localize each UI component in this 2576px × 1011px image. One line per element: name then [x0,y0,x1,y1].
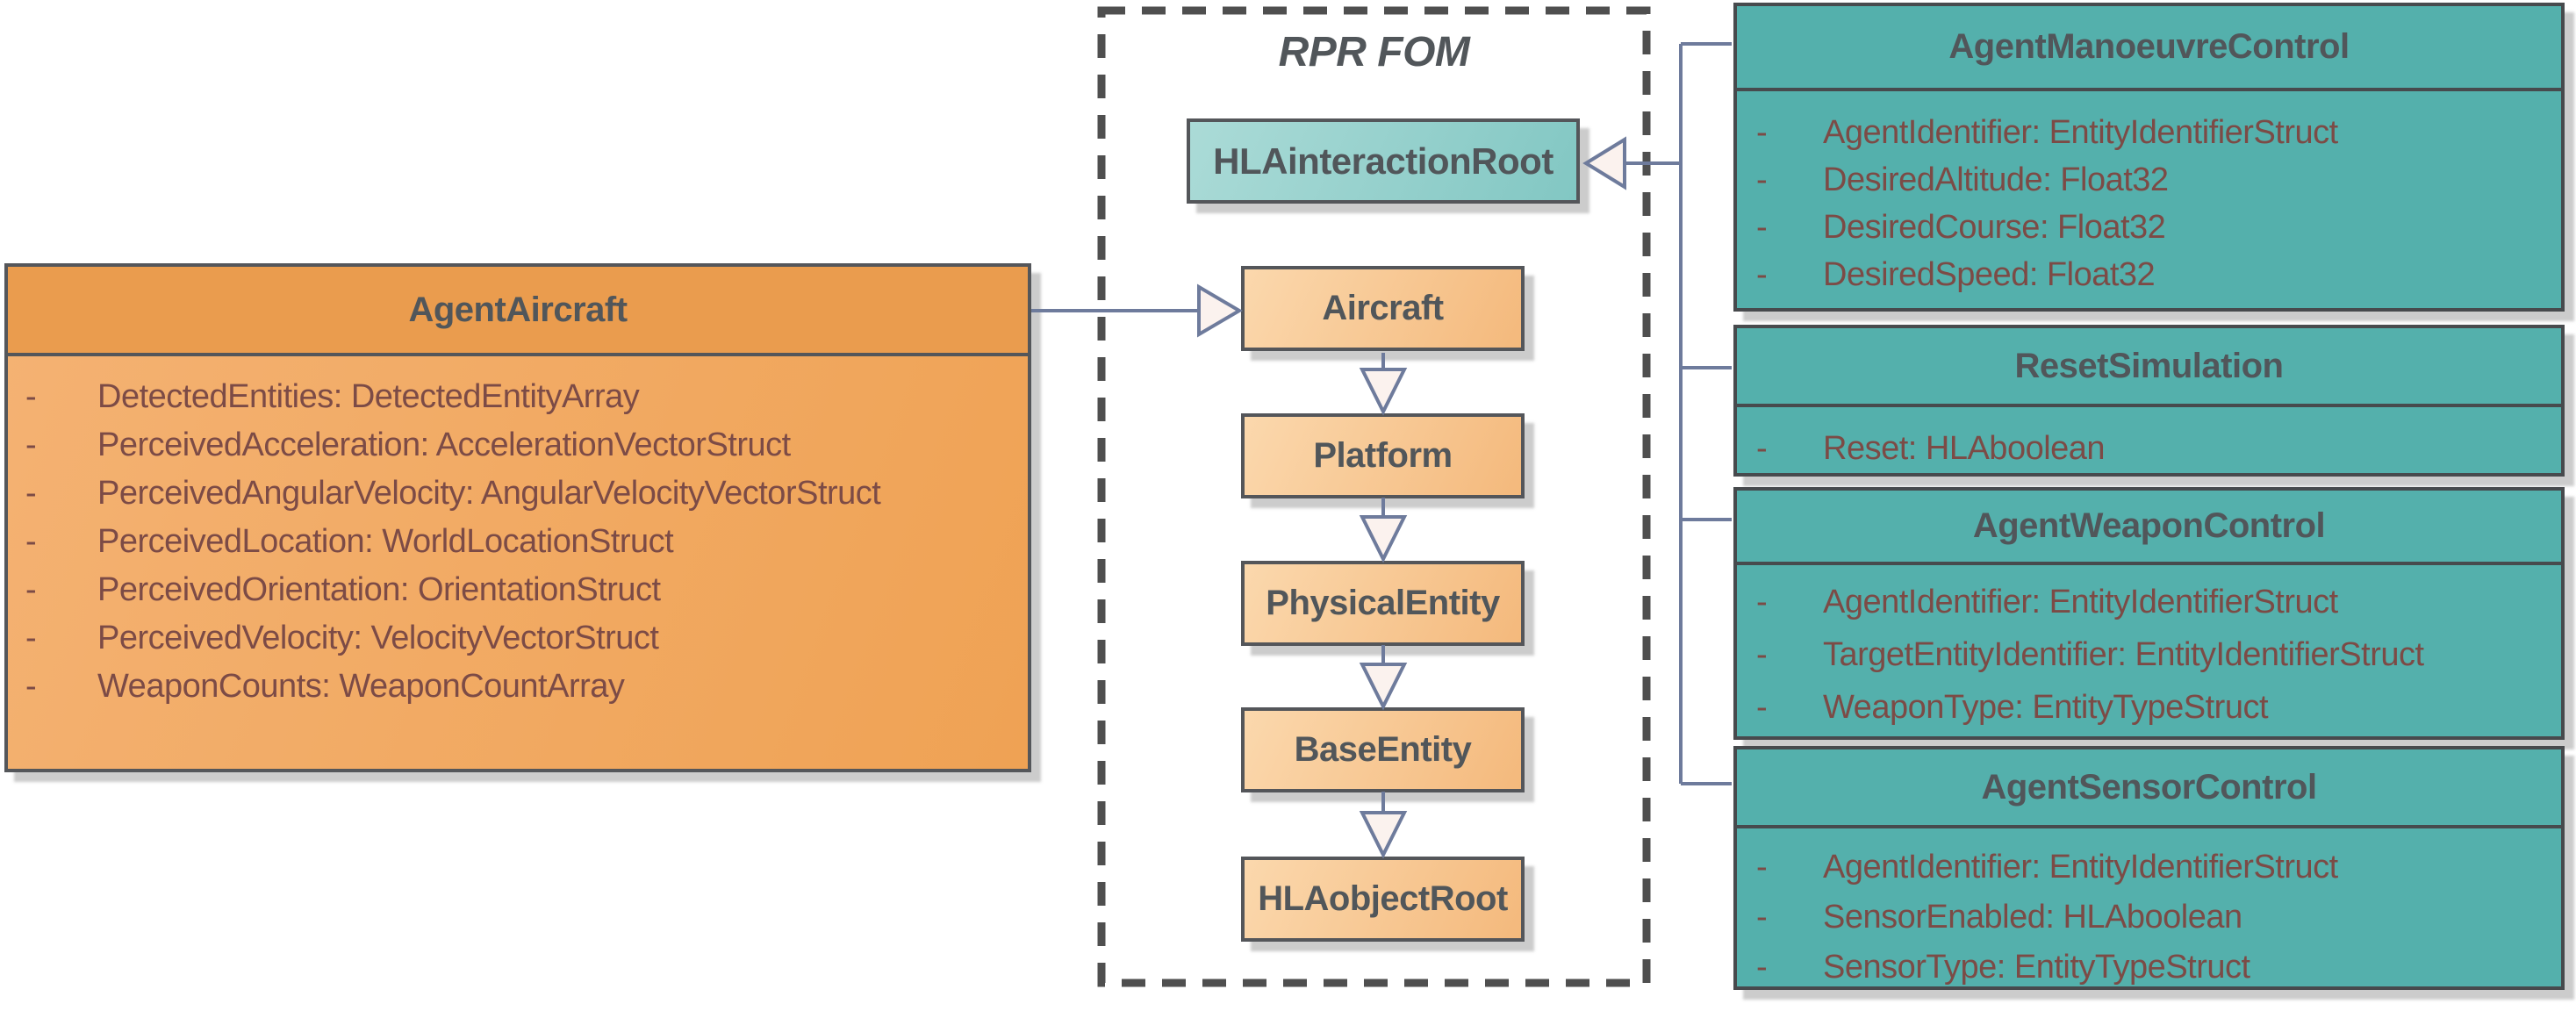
agentmanoeuvrecontrol-title: AgentManoeuvreControl [1948,27,2350,66]
rpr-fom-label: RPR FOM [1278,29,1470,75]
attribute-text: AgentIdentifier: EntityIdentifierStruct [1823,849,2338,886]
bullet-dash: - [25,378,37,415]
attribute-row: - AgentIdentifier: EntityIdentifierStruct [1737,109,2561,156]
attribute-text: DesiredAltitude: Float32 [1823,161,2169,198]
attribute-text: DesiredSpeed: Float32 [1823,255,2156,293]
attribute-text: WeaponType: EntityTypeStruct [1823,688,2269,726]
attribute-text: AgentIdentifier: EntityIdentifierStruct [1823,583,2338,620]
attribute-row: - PerceivedVelocity: VelocityVectorStruct [8,614,1028,663]
class-box-agentaircraft: AgentAircraft - DetectedEntities: Detecte… [4,263,1031,772]
node-hlainteractionroot: HLAinteractionRoot [1187,118,1580,204]
attribute-row: - PerceivedAngularVelocity: AngularVeloci… [8,470,1028,518]
node-platform: Platform [1241,413,1525,498]
attribute-text: PerceivedOrientation: OrientationStruct [97,571,661,608]
bullet-dash: - [1756,113,1768,151]
node-aircraft: Aircraft [1241,266,1525,351]
arrow-physicalentity-to-baseentity [1359,645,1408,711]
attribute-text: PerceivedLocation: WorldLocationStruct [97,523,674,560]
attribute-text: AgentIdentifier: EntityIdentifierStruct [1823,113,2338,151]
class-box-resetsimulation: ResetSimulation - Reset: HLAboolean [1733,325,2565,477]
agentaircraft-title-bar: AgentAircraft [8,267,1028,356]
agentsensorcontrol-title-bar: AgentSensorControl [1737,749,2561,828]
resetsimulation-attribute-list: - Reset: HLAboolean [1737,407,2561,472]
attribute-row: - DesiredSpeed: Float32 [1737,251,2561,298]
bullet-dash: - [1756,688,1768,726]
attribute-text: TargetEntityIdentifier: EntityIdentifier… [1823,635,2424,673]
agentaircraft-attribute-list: - DetectedEntities: DetectedEntityArray -… [8,356,1028,711]
class-box-agentsensorcontrol: AgentSensorControl - AgentIdentifier: Ent… [1733,746,2565,990]
agentmanoeuvrecontrol-attribute-list: - AgentIdentifier: EntityIdentifierStruct… [1737,91,2561,298]
bullet-dash: - [1756,208,1768,246]
bullet-dash: - [1756,429,1768,467]
bullet-dash: - [1756,583,1768,620]
bullet-dash: - [1756,849,1768,886]
attribute-row: - SensorEnabled: HLAboolean [1737,893,2561,943]
resetsimulation-title-bar: ResetSimulation [1737,328,2561,407]
agentaircraft-title: AgentAircraft [408,290,628,329]
attribute-row: - DesiredAltitude: Float32 [1737,156,2561,204]
bullet-dash: - [1756,949,1768,986]
agentweaponcontrol-title-bar: AgentWeaponControl [1737,491,2561,565]
attribute-text: DesiredCourse: Float32 [1823,208,2166,246]
attribute-row: - PerceivedOrientation: OrientationStruct [8,566,1028,614]
attribute-text: SensorType: EntityTypeStruct [1823,949,2250,986]
resetsimulation-title: ResetSimulation [2014,346,2284,385]
bullet-dash: - [25,475,37,512]
bullet-dash: - [25,427,37,463]
attribute-row: - WeaponCounts: WeaponCountArray [8,663,1028,711]
attribute-text: PerceivedAcceleration: AccelerationVecto… [97,427,791,463]
attribute-row: - AgentIdentifier: EntityIdentifierStruct [1737,842,2561,893]
attribute-text: WeaponCounts: WeaponCountArray [97,668,625,705]
attribute-row: - DesiredCourse: Float32 [1737,204,2561,251]
bullet-dash: - [1756,255,1768,293]
bullet-dash: - [25,571,37,608]
attribute-row: - DetectedEntities: DetectedEntityArray [8,373,1028,421]
attribute-row: - PerceivedAcceleration: AccelerationVect… [8,421,1028,470]
attribute-text: DetectedEntities: DetectedEntityArray [97,378,640,415]
agentweaponcontrol-attribute-list: - AgentIdentifier: EntityIdentifierStruct… [1737,565,2561,734]
agentsensorcontrol-attribute-list: - AgentIdentifier: EntityIdentifierStruct… [1737,828,2561,993]
attribute-text: PerceivedAngularVelocity: AngularVelocit… [97,475,881,512]
attribute-row: - WeaponType: EntityTypeStruct [1737,681,2561,734]
attribute-row: - AgentIdentifier: EntityIdentifierStruct [1737,576,2561,628]
bullet-dash: - [1756,635,1768,673]
attribute-row: - PerceivedLocation: WorldLocationStruct [8,518,1028,566]
bullet-dash: - [1756,899,1768,936]
attribute-text: SensorEnabled: HLAboolean [1823,899,2242,936]
arrow-interactions-to-hlainteractionroot [1582,42,1732,785]
attribute-text: Reset: HLAboolean [1823,429,2106,467]
agentweaponcontrol-title: AgentWeaponControl [1972,506,2326,545]
node-baseentity: BaseEntity [1241,707,1525,792]
class-box-agentweaponcontrol: AgentWeaponControl - AgentIdentifier: Ent… [1733,487,2565,740]
bullet-dash: - [25,668,37,705]
attribute-text: PerceivedVelocity: VelocityVectorStruct [97,620,659,656]
class-box-agentmanoeuvrecontrol: AgentManoeuvreControl - AgentIdentifier: … [1733,3,2565,312]
arrow-aircraft-to-platform [1359,353,1408,416]
attribute-row: - Reset: HLAboolean [1737,425,2561,472]
agentsensorcontrol-title: AgentSensorControl [1981,767,2317,807]
attribute-row: - SensorType: EntityTypeStruct [1737,943,2561,993]
bullet-dash: - [25,620,37,656]
arrow-baseentity-to-hlaobjectroot [1359,792,1408,859]
bullet-dash: - [1756,161,1768,198]
arrow-platform-to-physicalentity [1359,498,1408,563]
attribute-row: - TargetEntityIdentifier: EntityIdentifie… [1737,628,2561,681]
bullet-dash: - [25,523,37,560]
agentmanoeuvrecontrol-title-bar: AgentManoeuvreControl [1737,6,2561,91]
arrow-agentaircraft-to-aircraft [1031,283,1243,338]
node-hlaobjectroot: HLAobjectRoot [1241,857,1525,942]
node-physicalentity: PhysicalEntity [1241,561,1525,646]
